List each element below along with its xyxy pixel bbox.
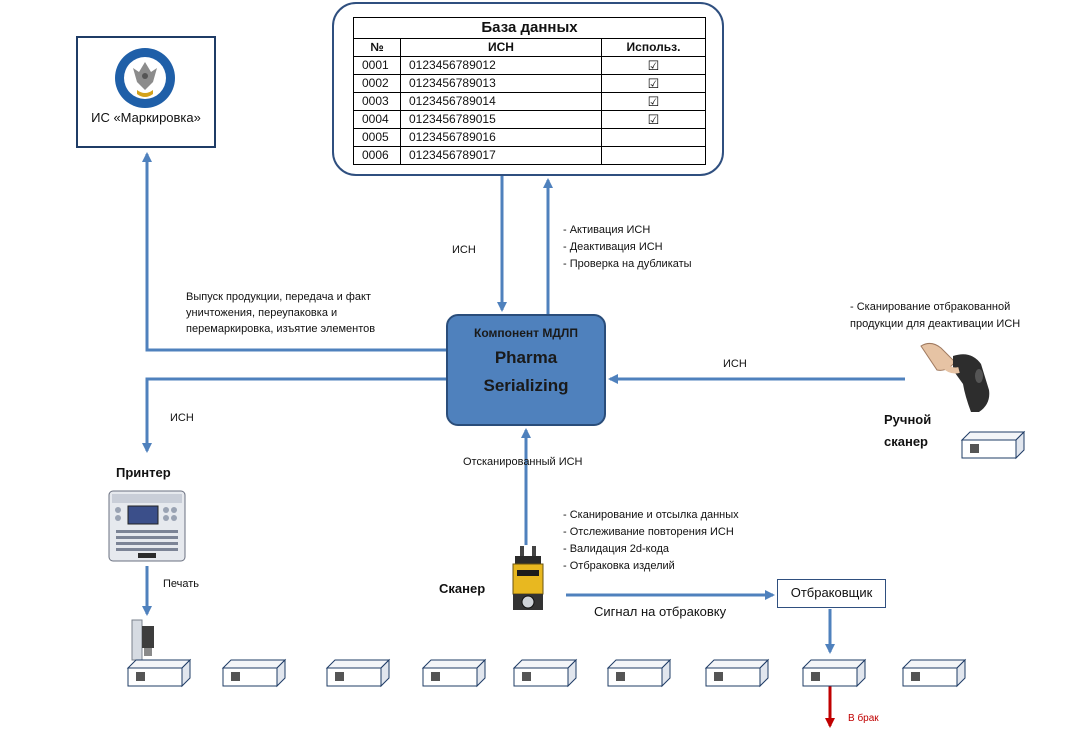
label-to-is-line1: Выпуск продукции, передача и факт xyxy=(186,291,371,303)
product-box xyxy=(325,658,391,688)
product-box xyxy=(421,658,487,688)
database-table-frame: База данных № ИСН Использ. 0001 01234567… xyxy=(353,17,706,165)
product-box xyxy=(126,658,192,688)
rejector-box: Отбраковщик xyxy=(777,579,886,608)
product-box xyxy=(901,658,967,688)
product-box xyxy=(704,658,770,688)
row-number: 0001 xyxy=(354,56,401,75)
database-title: База данных xyxy=(354,18,705,39)
label-hand-scanner-note-line2: продукции для деактивации ИСН xyxy=(850,318,1021,330)
table-row: 0005 0123456789016 xyxy=(354,128,705,147)
label-scanner-fn4: - Отбраковка изделий xyxy=(563,560,675,572)
product-box xyxy=(221,658,287,688)
database-panel: База данных № ИСН Использ. 0001 01234567… xyxy=(332,2,724,176)
label-to-reject: В брак xyxy=(848,713,879,724)
label-print: Печать xyxy=(163,578,200,590)
product-box-rejected xyxy=(801,658,867,688)
label-db-duplicates: - Проверка на дубликаты xyxy=(563,258,692,270)
printer-caption: Принтер xyxy=(116,465,171,480)
label-scanner-fn2: - Отслеживание повторения ИСН xyxy=(563,526,734,538)
label-to-is-line2: уничтожения, переупаковка и xyxy=(186,307,338,319)
component-pharma-serializing: Компонент МДЛП Pharma Serializing xyxy=(446,314,606,426)
row-code: 0123456789016 xyxy=(400,128,602,147)
table-row: 0003 0123456789014 ☑ xyxy=(354,92,705,111)
column-header-code: ИСН xyxy=(400,39,602,57)
product-box xyxy=(606,658,672,688)
printer-icon xyxy=(108,490,186,562)
label-db-activation: - Активация ИСН xyxy=(563,224,651,236)
arrow-component-to-printer xyxy=(142,377,446,453)
row-used-checkbox-icon xyxy=(601,128,705,147)
component-title: Pharma Serializing xyxy=(448,344,604,400)
row-number: 0005 xyxy=(354,128,401,147)
row-number: 0003 xyxy=(354,92,401,111)
arrow-component-to-is xyxy=(142,152,446,352)
scanner-caption: Сканер xyxy=(439,581,486,596)
label-to-is-line3: перемаркировка, изъятие элементов xyxy=(186,323,376,335)
label-hand-scanner-note-line1: - Сканирование отбракованной xyxy=(850,301,1011,313)
label-scanner-fn3: - Валидация 2d-кода xyxy=(563,543,669,555)
database-table: № ИСН Использ. 0001 0123456789012 ☑ 0002… xyxy=(354,39,705,164)
label-scanned-code: Отсканированный ИСН xyxy=(463,456,583,468)
hand-scanner-icon xyxy=(920,342,990,412)
row-used-checkbox-icon xyxy=(601,146,705,164)
label-applicator-icon xyxy=(131,619,154,661)
label-db-deactivation: - Деактивация ИСН xyxy=(563,241,663,253)
label-from-hand-scanner: ИСН xyxy=(723,358,747,370)
federal-tax-service-emblem-icon xyxy=(115,48,175,108)
row-number: 0004 xyxy=(354,110,401,129)
row-code: 0123456789017 xyxy=(400,146,602,164)
table-row: 0001 0123456789012 ☑ xyxy=(354,56,705,75)
label-to-printer: ИСН xyxy=(170,412,194,424)
row-number: 0002 xyxy=(354,74,401,93)
hand-scanner-caption-line2: сканер xyxy=(884,434,928,449)
table-header-row: № ИСН Использ. xyxy=(354,39,705,57)
label-reject-signal: Сигнал на отбраковку xyxy=(594,604,727,619)
product-box-hand-scanner xyxy=(960,430,1026,460)
component-title-line2: Serializing xyxy=(483,376,569,395)
product-box xyxy=(512,658,578,688)
hand-scanner-caption-line1: Ручной xyxy=(884,412,932,427)
label-db-to-component: ИСН xyxy=(452,244,476,256)
label-scanner-fn1: - Сканирование и отсылка данных xyxy=(563,509,739,521)
fixed-scanner-icon xyxy=(512,546,544,610)
is-marking-label: ИС «Маркировка» xyxy=(91,110,201,125)
component-subtitle: Компонент МДЛП xyxy=(474,326,578,340)
table-row: 0006 0123456789017 xyxy=(354,146,705,164)
component-title-line1: Pharma xyxy=(494,348,558,367)
is-marking-box: ИС «Маркировка» xyxy=(76,36,216,148)
